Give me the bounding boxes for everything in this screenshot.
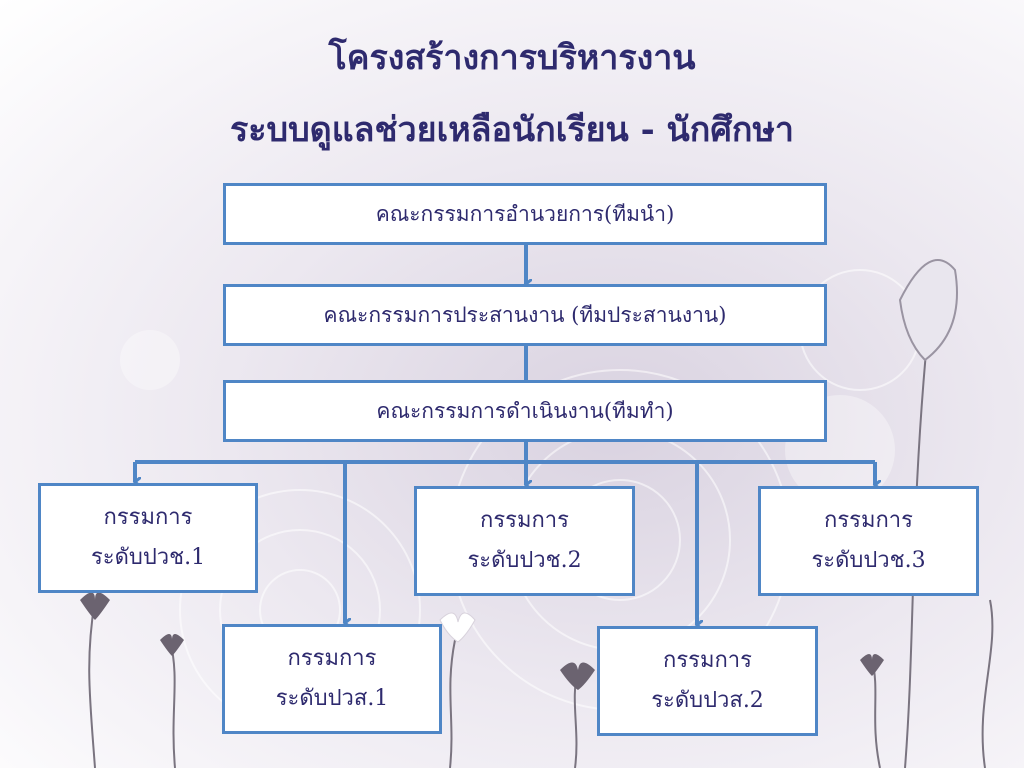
node-leadership: คณะกรรมการอำนวยการ(ทีมนำ) [223, 183, 827, 245]
node-pvs2: กรรมการ ระดับปวส.2 [597, 626, 818, 736]
node-pvc1: กรรมการ ระดับปวช.1 [38, 483, 258, 593]
node-pvc1-line1: กรรมการ [103, 505, 193, 530]
node-pvc3: กรรมการ ระดับปวช.3 [758, 486, 979, 596]
node-pvc3-line1: กรรมการ [824, 508, 913, 533]
node-operations: คณะกรรมการดำเนินงาน(ทีมทำ) [223, 380, 827, 442]
node-pvs1: กรรมการ ระดับปวส.1 [222, 624, 442, 734]
chart-title-line-2: ระบบดูแลช่วยเหลือนักเรียน - นักศึกษา [229, 110, 795, 150]
node-pvc3-line2: ระดับปวช.3 [811, 548, 926, 573]
chart-title-line-1: โครงสร้างการบริหารงาน [328, 38, 696, 78]
node-coordination-label: คณะกรรมการประสานงาน (ทีมประสานงาน) [323, 303, 727, 327]
node-pvs2-line2: ระดับปวส.2 [651, 688, 764, 713]
node-pvs1-line1: กรรมการ [287, 646, 377, 671]
node-pvs2-line1: กรรมการ [663, 648, 752, 673]
node-coordination: คณะกรรมการประสานงาน (ทีมประสานงาน) [223, 284, 827, 346]
node-pvc1-line2: ระดับปวช.1 [90, 545, 206, 570]
node-pvs1-line2: ระดับปวส.1 [275, 686, 389, 711]
node-pvc2: กรรมการ ระดับปวช.2 [414, 486, 635, 596]
node-pvc2-line1: กรรมการ [480, 508, 569, 533]
node-operations-label: คณะกรรมการดำเนินงาน(ทีมทำ) [376, 399, 674, 423]
node-leadership-label: คณะกรรมการอำนวยการ(ทีมนำ) [375, 202, 675, 226]
node-pvc2-line2: ระดับปวช.2 [467, 548, 582, 573]
